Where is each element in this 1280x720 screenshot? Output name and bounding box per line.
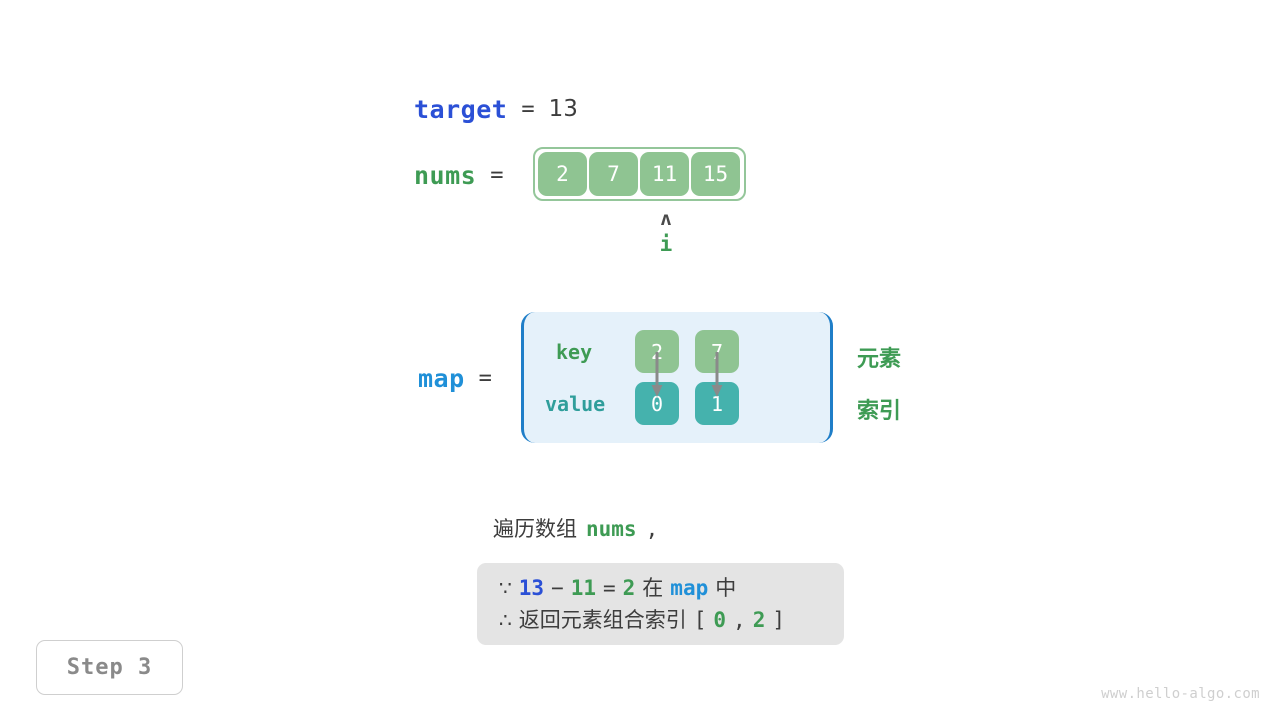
map-container (521, 312, 833, 443)
conclusion-row-because: ∵ 13 − 11 = 2 在 map 中 (499, 572, 822, 604)
operand-current: 11 (570, 576, 596, 600)
conclusion-row-therefore: ∴ 返回元素组合索引 [ 0 , 2 ] (499, 604, 822, 636)
pointer-label-i: i (659, 232, 673, 256)
word-map: map (670, 576, 709, 600)
word-in: 在 (642, 576, 664, 600)
nums-row: nums = (414, 157, 503, 193)
result-index-1: 2 (752, 608, 766, 632)
nums-equals-sign: = (490, 162, 504, 188)
operand-complement: 2 (622, 576, 636, 600)
target-equals-sign: = (521, 96, 535, 122)
map-key-row-label: key (556, 340, 593, 364)
because-symbol-icon: ∵ (499, 576, 512, 600)
key-to-value-arrow-icon (711, 352, 723, 397)
pointer-caret-icon: ʌ (660, 208, 672, 230)
map-value-cell: 1 (695, 382, 739, 425)
bracket-close: ] (772, 608, 786, 632)
nums-label: nums (414, 160, 477, 190)
explanation-line: 遍历数组 nums , (493, 513, 658, 543)
result-separator: , (733, 608, 746, 632)
map-side-label-index: 索引 (857, 399, 902, 424)
bracket-open: [ (693, 608, 707, 632)
array-cell: 11 (640, 152, 689, 196)
target-value: 13 (548, 96, 578, 122)
key-to-value-arrow-icon (651, 352, 663, 397)
target-label: target (414, 94, 508, 124)
minus-operator: − (551, 576, 564, 600)
explanation-comma: , (645, 517, 659, 541)
therefore-symbol-icon: ∴ (499, 608, 512, 632)
array-cell: 7 (589, 152, 638, 196)
target-row: target = 13 (414, 92, 578, 126)
map-value-row-label: value (545, 392, 606, 416)
step-badge: Step 3 (36, 640, 183, 695)
word-within: 中 (715, 576, 737, 600)
nums-array-container: 2 7 11 15 (533, 147, 746, 201)
map-label: map (418, 363, 465, 393)
map-value-cell: 0 (635, 382, 679, 425)
array-cell: 15 (691, 152, 740, 196)
map-side-label-element: 元素 (857, 347, 902, 372)
equals-operator: = (602, 576, 616, 600)
operand-target: 13 (518, 576, 545, 600)
explanation-code-nums: nums (586, 517, 637, 541)
result-index-0: 0 (713, 608, 727, 632)
explanation-prefix: 遍历数组 (493, 517, 577, 541)
result-text: 返回元素组合索引 (518, 608, 687, 632)
map-row: map = (418, 361, 492, 395)
map-equals-sign: = (478, 365, 492, 391)
watermark: www.hello-algo.com (1101, 686, 1260, 702)
conclusion-box: ∵ 13 − 11 = 2 在 map 中 ∴ 返回元素组合索引 [ 0 , 2… (477, 563, 844, 645)
array-cell: 2 (538, 152, 587, 196)
